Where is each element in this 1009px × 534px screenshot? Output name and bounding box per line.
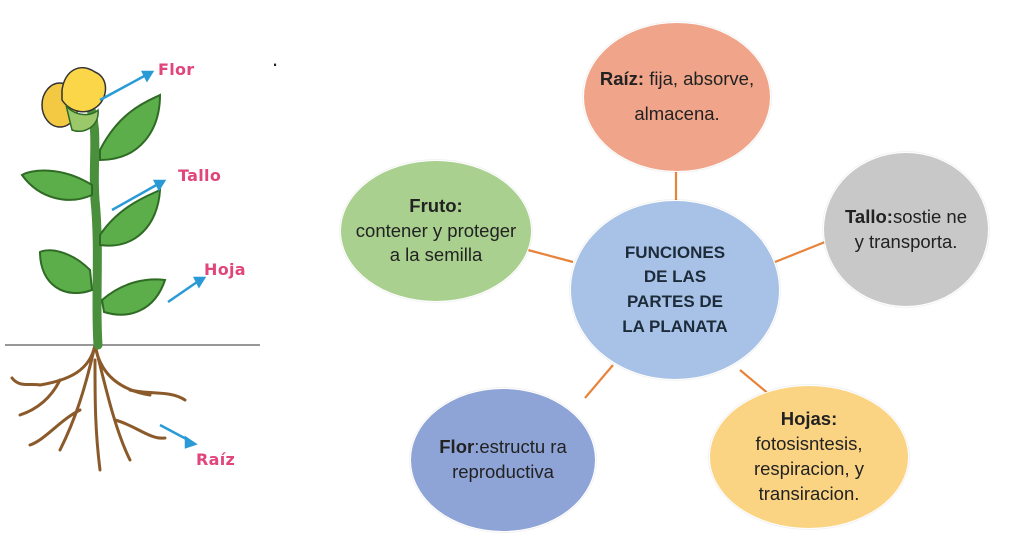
node-raiz: Raíz: fija, absorve, almacena.: [583, 22, 771, 172]
center-line-2: DE LAS: [643, 267, 707, 287]
connector-tallo: [774, 238, 831, 264]
plant-label-tallo: Tallo: [178, 166, 222, 185]
connector-hojas: [739, 369, 771, 396]
node-raiz-text: fija, absorve,: [644, 68, 755, 90]
node-tallo: Tallo:sostie ne y transporta.: [823, 152, 989, 307]
node-raiz-text2: almacena.: [634, 103, 720, 124]
node-fruto-text: contener y proteger a la semilla: [355, 219, 517, 266]
connector-flor: [584, 364, 614, 399]
node-flor-title: Flor: [439, 436, 475, 458]
node-hojas: Hojas: fotosisntesis, respiracion, y tra…: [709, 385, 909, 529]
node-fruto: Fruto: contener y proteger a la semilla: [340, 160, 532, 302]
node-flor: Flor:estructu ra reproductiva: [410, 388, 596, 532]
center-line-3: PARTES DE: [626, 292, 724, 311]
roots: [10, 343, 187, 472]
plant-label-raiz: Raíz: [196, 450, 236, 469]
node-hojas-text: fotosisntesis, respiracion, y transiraci…: [753, 433, 864, 504]
center-node: FUNCIONES DE LAS PARTES DE LA PLANATA: [570, 200, 780, 380]
plant-label-flor: Flor: [158, 60, 195, 79]
node-tallo-title: Tallo:: [844, 205, 893, 227]
center-line-1: FUNCIONES: [624, 242, 726, 262]
center-line-4: LA PLANATA: [622, 316, 728, 336]
node-fruto-title: Fruto:: [409, 194, 463, 216]
stem: [83, 95, 103, 350]
node-flor-text: :estructu ra reproductiva: [452, 436, 567, 482]
node-hojas-title: Hojas:: [780, 408, 838, 430]
plant-label-hoja: Hoja: [204, 260, 246, 279]
connector-fruto: [527, 248, 574, 264]
node-tallo-text: sostie ne y transporta.: [854, 205, 967, 252]
plant-illustration: [5, 67, 260, 472]
node-raiz-title: Raíz:: [599, 68, 645, 90]
flower: [41, 67, 107, 132]
leaves: [20, 93, 167, 316]
separator-dot: .: [272, 46, 279, 71]
